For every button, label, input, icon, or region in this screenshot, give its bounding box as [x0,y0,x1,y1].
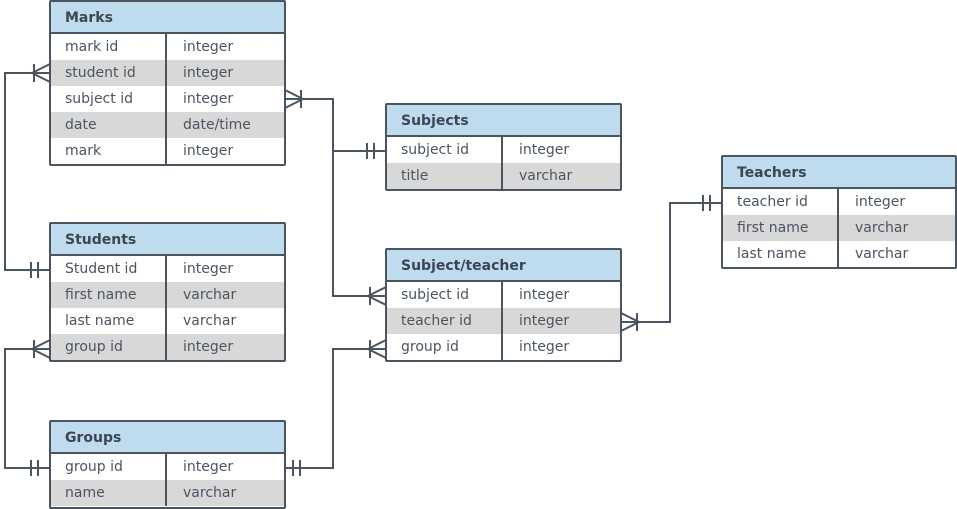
table-row: mark id integer [51,34,284,60]
field-name: student id [51,60,167,86]
field-name: name [51,480,167,506]
table-teachers[interactable]: Teachers teacher id integer first name var… [721,155,957,269]
table-students[interactable]: Students Student id integer first name var… [49,222,286,362]
table-marks[interactable]: Marks mark id integer student id integer s… [49,0,286,166]
table-title: Subject/teacher [387,250,620,282]
table-row: subject id integer [387,137,620,163]
field-type: integer [183,91,234,107]
field-type: integer [519,313,570,329]
rel-groups-subjectteacher [285,348,386,469]
field-name: first name [723,215,839,241]
rel-teachers-subjectteacher [621,202,722,323]
field-name: last name [723,241,839,267]
table-title: Marks [51,2,284,34]
table-row: student id integer [51,60,284,86]
table-row: group id integer [51,454,284,480]
field-type: integer [183,261,234,277]
rel-subjects-subjectteacher [332,151,386,297]
field-type: varchar [183,313,237,329]
field-name: teacher id [387,308,503,334]
table-title: Subjects [387,105,620,137]
field-type: integer [183,143,234,159]
table-title: Students [51,224,284,256]
field-name: group id [51,454,167,480]
field-type: varchar [855,246,909,262]
table-groups[interactable]: Groups group id integer name varchar [49,420,286,509]
table-row: mark integer [51,138,284,164]
field-type: integer [519,142,570,158]
table-row: first name varchar [723,215,955,241]
field-name: title [387,163,503,189]
field-type: integer [519,339,570,355]
field-type: integer [183,459,234,475]
field-name: last name [51,308,167,334]
table-row: last name varchar [723,241,955,267]
field-type: integer [855,194,906,210]
field-name: subject id [387,137,503,163]
field-name: subject id [387,282,503,308]
field-name: first name [51,282,167,308]
table-row: subject id integer [387,282,620,308]
field-name: group id [387,334,503,360]
table-row: title varchar [387,163,620,189]
table-row: last name varchar [51,308,284,334]
field-name: date [51,112,167,138]
field-type: varchar [855,220,909,236]
table-title: Teachers [723,157,955,189]
table-row: first name varchar [51,282,284,308]
field-name: mark id [51,34,167,60]
table-row: Student id integer [51,256,284,282]
rel-marks-subjects [285,98,386,152]
field-name: group id [51,334,167,360]
field-type: date/time [183,117,251,133]
field-name: teacher id [723,189,839,215]
field-type: integer [519,287,570,303]
table-row: date date/time [51,112,284,138]
rel-marks-students [4,72,50,271]
table-row: subject id integer [51,86,284,112]
table-row: teacher id integer [723,189,955,215]
table-row: teacher id integer [387,308,620,334]
table-subject-teacher[interactable]: Subject/teacher subject id integer teache… [385,248,622,362]
rel-groups-students [4,348,50,469]
field-name: mark [51,138,167,164]
field-name: Student id [51,256,167,282]
field-type: integer [183,39,234,55]
field-type: varchar [183,287,237,303]
field-type: varchar [183,485,237,501]
field-type: integer [183,339,234,355]
field-name: subject id [51,86,167,112]
table-row: group id integer [51,334,284,360]
table-title: Groups [51,422,284,454]
table-row: group id integer [387,334,620,360]
table-subjects[interactable]: Subjects subject id integer title varchar [385,103,622,191]
table-row: name varchar [51,480,284,506]
field-type: integer [183,65,234,81]
field-type: varchar [519,168,573,184]
